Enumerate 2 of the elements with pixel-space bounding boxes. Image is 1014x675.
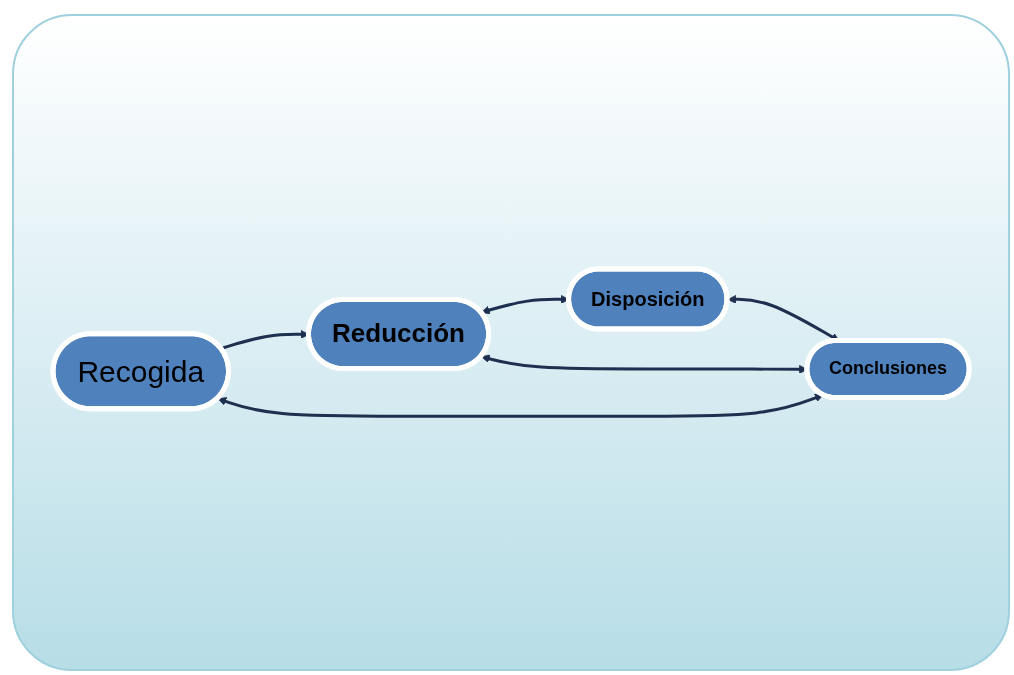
arrow (217, 393, 824, 418)
panel-background: Recogida Disposición Reducción Conclusiones (12, 14, 1010, 671)
